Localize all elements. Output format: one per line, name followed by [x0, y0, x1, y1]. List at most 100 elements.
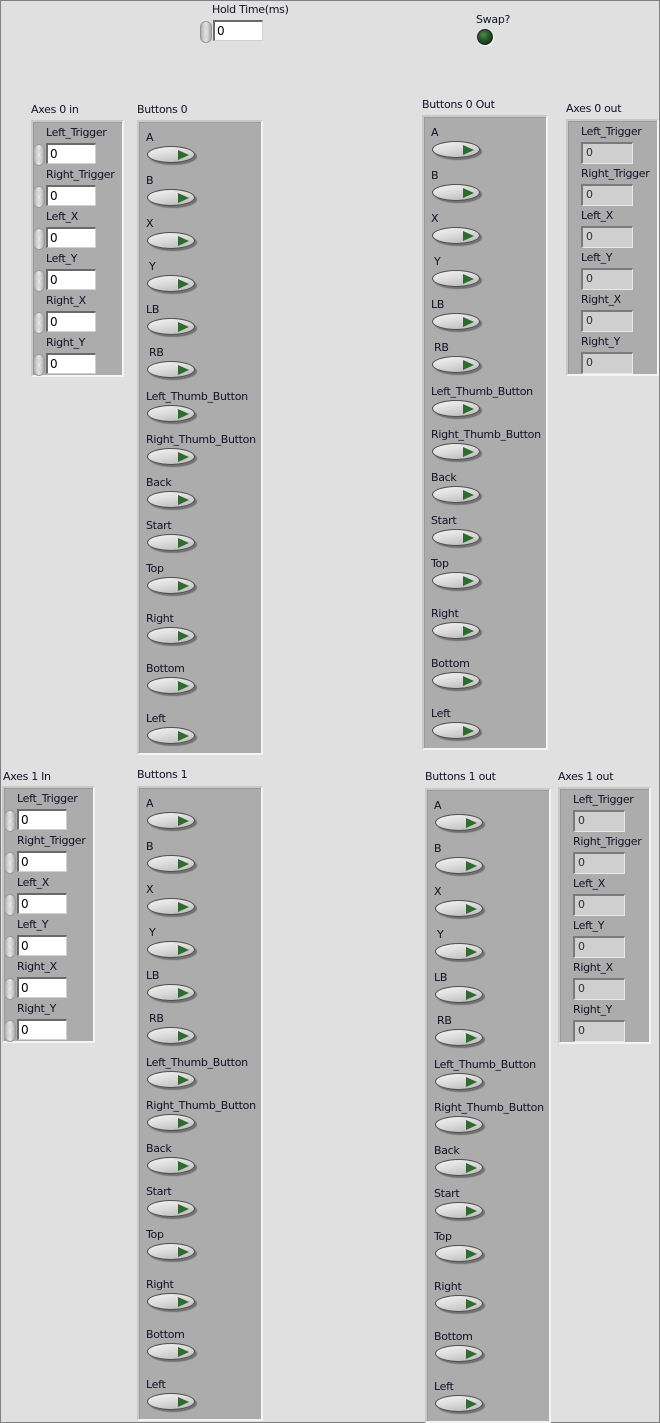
buttons-0-out-button-back[interactable] [432, 486, 482, 505]
buttons-1-button-lb[interactable] [147, 984, 197, 1003]
buttons-0-out-button-a[interactable] [432, 141, 482, 160]
axes-1-out-indicator-left_y: 0 [573, 936, 625, 958]
buttons-0-out-button-b[interactable] [432, 184, 482, 203]
buttons-0-out-button-start[interactable] [432, 529, 482, 548]
buttons-0-label-y: Y [149, 260, 156, 273]
buttons-0-button-left[interactable] [147, 727, 197, 746]
axes-0-in-input-right_x[interactable]: 0 [46, 311, 96, 332]
buttons-1-button-left[interactable] [147, 1393, 197, 1412]
buttons-1-out-button-left[interactable] [435, 1395, 485, 1414]
spinner-arrows-icon[interactable] [33, 186, 45, 208]
axes-1-in-input-left_trigger[interactable]: 0 [17, 809, 67, 830]
buttons-0-button-bottom[interactable] [147, 677, 197, 696]
buttons-1-out-button-b[interactable] [435, 857, 485, 876]
buttons-0-button-rb[interactable] [147, 361, 197, 380]
play-arrow-icon [178, 365, 189, 375]
spinner-arrows-icon[interactable] [4, 978, 16, 1000]
buttons-0-out-button-left_thumb_button[interactable] [432, 400, 482, 419]
buttons-1-out-button-start[interactable] [435, 1202, 485, 1221]
buttons-0-button-lb[interactable] [147, 318, 197, 337]
buttons-0-out-button-right[interactable] [432, 622, 482, 641]
buttons-0-out-label-lb: LB [431, 298, 445, 311]
buttons-0-button-a[interactable] [147, 146, 197, 165]
buttons-1-button-rb[interactable] [147, 1027, 197, 1046]
buttons-1-button-right[interactable] [147, 1293, 197, 1312]
spinner-arrows-icon[interactable] [33, 312, 45, 334]
buttons-1-out-button-top[interactable] [435, 1245, 485, 1264]
buttons-0-button-right_thumb_button[interactable] [147, 448, 197, 467]
play-arrow-icon [463, 145, 474, 155]
buttons-0-button-top[interactable] [147, 577, 197, 596]
buttons-0-button-back[interactable] [147, 491, 197, 510]
axes-1-in-input-left_x[interactable]: 0 [17, 893, 67, 914]
buttons-0-button-y[interactable] [147, 275, 197, 294]
hold-time-input[interactable]: 0 [213, 20, 263, 41]
buttons-1-button-right_thumb_button[interactable] [147, 1114, 197, 1133]
play-arrow-icon [178, 945, 189, 955]
buttons-0-label-right: Right [146, 612, 174, 625]
buttons-0-out-button-y[interactable] [432, 270, 482, 289]
buttons-1-out-button-x[interactable] [435, 900, 485, 919]
buttons-0-out-button-top[interactable] [432, 572, 482, 591]
buttons-1-label-bottom: Bottom [146, 1328, 185, 1341]
buttons-0-button-right[interactable] [147, 627, 197, 646]
buttons-0-out-button-left[interactable] [432, 722, 482, 741]
buttons-1-out-button-right[interactable] [435, 1295, 485, 1314]
axes-1-out-label-right_trigger: Right_Trigger [573, 835, 642, 848]
spinner-arrows-icon[interactable] [4, 936, 16, 958]
spinner-arrows-icon[interactable] [4, 810, 16, 832]
axes-1-out-label-left_x: Left_X [573, 877, 605, 890]
buttons-1-out-button-y[interactable] [435, 943, 485, 962]
buttons-0-button-start[interactable] [147, 534, 197, 553]
buttons-1-button-y[interactable] [147, 941, 197, 960]
buttons-0-out-button-bottom[interactable] [432, 672, 482, 691]
buttons-1-out-label-back: Back [434, 1144, 460, 1157]
buttons-0-label-top: Top [146, 562, 164, 575]
axes-0-in-title: Axes 0 in [31, 103, 79, 116]
axes-1-out-label-right_y: Right_Y [573, 1003, 613, 1016]
spinner-arrows-icon[interactable] [33, 354, 45, 376]
buttons-0-out-button-rb[interactable] [432, 356, 482, 375]
axes-1-in-input-left_y[interactable]: 0 [17, 935, 67, 956]
buttons-1-button-a[interactable] [147, 812, 197, 831]
buttons-1-out-button-a[interactable] [435, 814, 485, 833]
buttons-1-button-left_thumb_button[interactable] [147, 1071, 197, 1090]
buttons-0-button-left_thumb_button[interactable] [147, 405, 197, 424]
buttons-1-out-button-back[interactable] [435, 1159, 485, 1178]
buttons-1-button-top[interactable] [147, 1243, 197, 1262]
buttons-1-out-button-right_thumb_button[interactable] [435, 1116, 485, 1135]
play-arrow-icon [466, 1120, 477, 1130]
buttons-1-out-button-bottom[interactable] [435, 1345, 485, 1364]
play-arrow-icon [178, 1031, 189, 1041]
buttons-1-out-button-lb[interactable] [435, 986, 485, 1005]
axes-0-in-input-left_y[interactable]: 0 [46, 269, 96, 290]
buttons-1-button-b[interactable] [147, 855, 197, 874]
axes-0-in-input-left_trigger[interactable]: 0 [46, 143, 96, 164]
buttons-1-label-right_thumb_button: Right_Thumb_Button [146, 1099, 256, 1112]
spinner-arrows-icon[interactable] [4, 894, 16, 916]
buttons-0-button-x[interactable] [147, 232, 197, 251]
buttons-1-button-bottom[interactable] [147, 1343, 197, 1362]
spinner-arrows-icon[interactable] [200, 21, 212, 43]
axes-0-in-input-right_y[interactable]: 0 [46, 353, 96, 374]
buttons-0-out-button-lb[interactable] [432, 313, 482, 332]
buttons-1-out-button-left_thumb_button[interactable] [435, 1073, 485, 1092]
spinner-arrows-icon[interactable] [33, 144, 45, 166]
axes-0-in-input-right_trigger[interactable]: 0 [46, 185, 96, 206]
spinner-arrows-icon[interactable] [4, 1020, 16, 1042]
buttons-1-button-x[interactable] [147, 898, 197, 917]
buttons-1-out-button-rb[interactable] [435, 1029, 485, 1048]
buttons-0-out-button-right_thumb_button[interactable] [432, 443, 482, 462]
axes-0-in-input-left_x[interactable]: 0 [46, 227, 96, 248]
buttons-1-button-back[interactable] [147, 1157, 197, 1176]
axes-1-in-input-right_y[interactable]: 0 [17, 1019, 67, 1040]
axes-1-in-input-right_x[interactable]: 0 [17, 977, 67, 998]
axes-1-in-input-right_trigger[interactable]: 0 [17, 851, 67, 872]
spinner-arrows-icon[interactable] [33, 270, 45, 292]
spinner-arrows-icon[interactable] [33, 228, 45, 250]
buttons-0-button-b[interactable] [147, 189, 197, 208]
buttons-1-button-start[interactable] [147, 1200, 197, 1219]
spinner-arrows-icon[interactable] [4, 852, 16, 874]
play-arrow-icon [178, 1347, 189, 1357]
buttons-0-out-button-x[interactable] [432, 227, 482, 246]
